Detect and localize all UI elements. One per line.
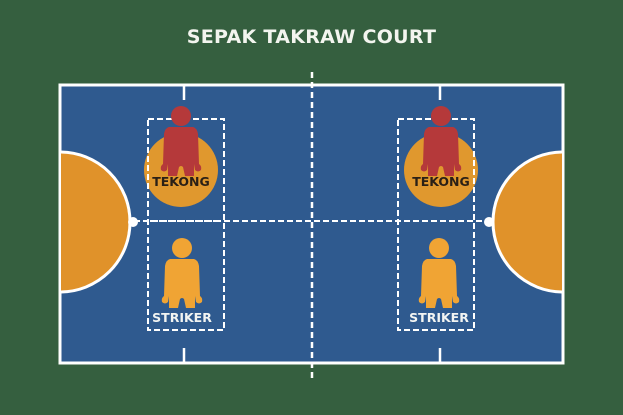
left-tekong-label: TEKONG <box>152 174 210 189</box>
left-striker-label: STRIKER <box>152 310 212 325</box>
right-tekong-circle <box>404 133 478 207</box>
left-service-knob <box>128 217 138 227</box>
right-striker-label: STRIKER <box>409 310 469 325</box>
left-tekong-circle <box>144 133 218 207</box>
right-service-knob <box>484 217 494 227</box>
diagram-title: SEPAK TAKRAW COURT <box>186 26 437 48</box>
right-service-semicircle <box>491 150 562 294</box>
left-service-semicircle <box>61 150 132 294</box>
right-tekong-label: TEKONG <box>412 174 470 189</box>
